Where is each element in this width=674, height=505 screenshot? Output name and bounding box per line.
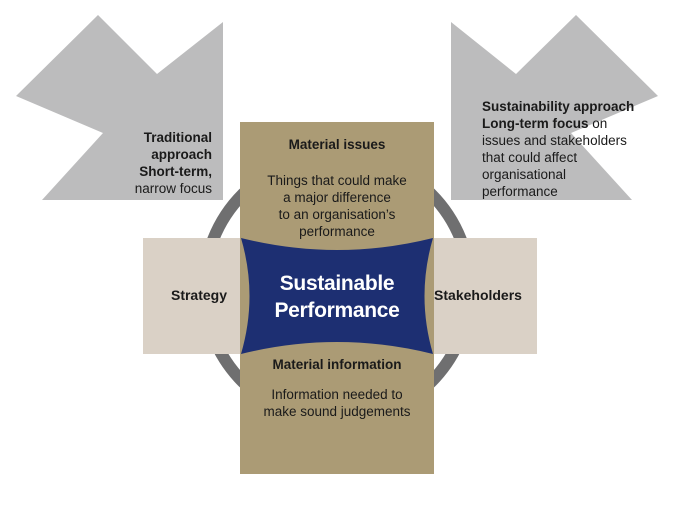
- left-arrow-subtitle: narrow focus: [134, 181, 212, 196]
- left-arrow-title-1: Traditional: [143, 130, 212, 145]
- bottom-box-line-2: make sound judgements: [263, 404, 411, 419]
- right-box-shape: [421, 238, 537, 354]
- center-title-line-2: Performance: [274, 299, 400, 322]
- right-arrow-line-6: performance: [482, 184, 558, 199]
- left-arrow-title-2: approach: [151, 147, 212, 162]
- right-arrow-focus-line: Long-term focus on: [482, 115, 652, 132]
- top-box-line-1: Things that could make: [267, 173, 407, 188]
- bottom-box-line-1: Information needed to: [271, 387, 403, 402]
- left-arrow-shape: [16, 15, 223, 200]
- strategy-label: Strategy: [170, 287, 228, 303]
- right-arrow-line-4: that could affect: [482, 150, 578, 165]
- right-arrow-shape: [451, 15, 658, 200]
- bottom-box-title: Material information: [272, 357, 402, 372]
- center-title-line-1: Sustainable: [279, 272, 395, 295]
- right-arrow-focus-bold: Long-term focus: [482, 116, 589, 131]
- stakeholders-label: Stakeholders: [434, 287, 522, 303]
- left-box-shape: [143, 238, 259, 354]
- right-arrow-focus-rest: on: [588, 116, 608, 131]
- right-arrow-line-3: issues and stakeholders: [482, 133, 627, 148]
- center-bowtie-shape: [241, 238, 433, 354]
- top-box-line-4: performance: [299, 224, 375, 239]
- top-box-line-2: a major difference: [283, 190, 391, 205]
- top-box-title: Material issues: [288, 137, 386, 152]
- right-arrow-title: Sustainability approach: [482, 99, 635, 114]
- left-arrow-title-3: Short-term,: [139, 164, 212, 179]
- right-arrow-line-5: organisational: [482, 167, 567, 182]
- top-box-line-3: to an organisation’s: [278, 207, 396, 222]
